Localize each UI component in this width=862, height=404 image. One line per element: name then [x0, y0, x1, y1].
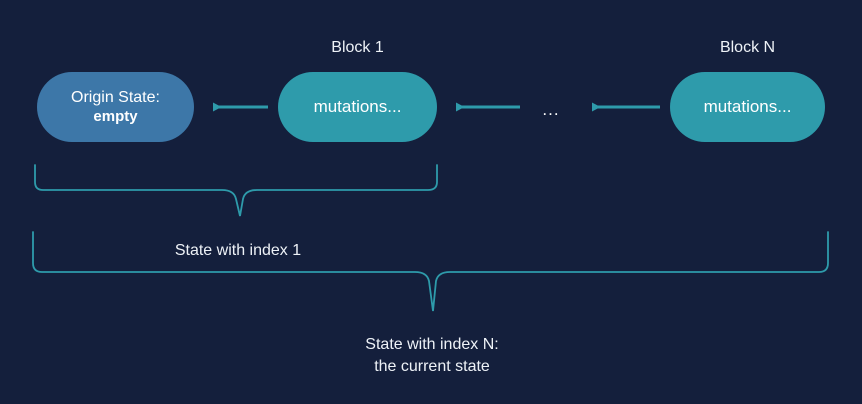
brace-state-index-1	[34, 164, 438, 217]
origin-state-value: empty	[93, 108, 138, 126]
brace-2-caption: State with index N: the current state	[365, 336, 499, 375]
node-block-n[interactable]: mutations...	[670, 72, 825, 142]
node-origin-state[interactable]: Origin State: empty	[37, 72, 194, 142]
brace-state-index-n	[32, 231, 829, 312]
ellipsis-separator: ...	[542, 100, 560, 119]
block-1-title: Block 1	[331, 39, 384, 56]
block-1-label: mutations...	[313, 96, 402, 116]
block-n-label: mutations...	[703, 96, 792, 116]
block-n-title: Block N	[719, 39, 776, 56]
node-block-1[interactable]: mutations...	[278, 72, 437, 142]
brace-1-caption: State with index 1	[174, 242, 302, 259]
origin-state-label: Origin State:	[71, 88, 160, 106]
